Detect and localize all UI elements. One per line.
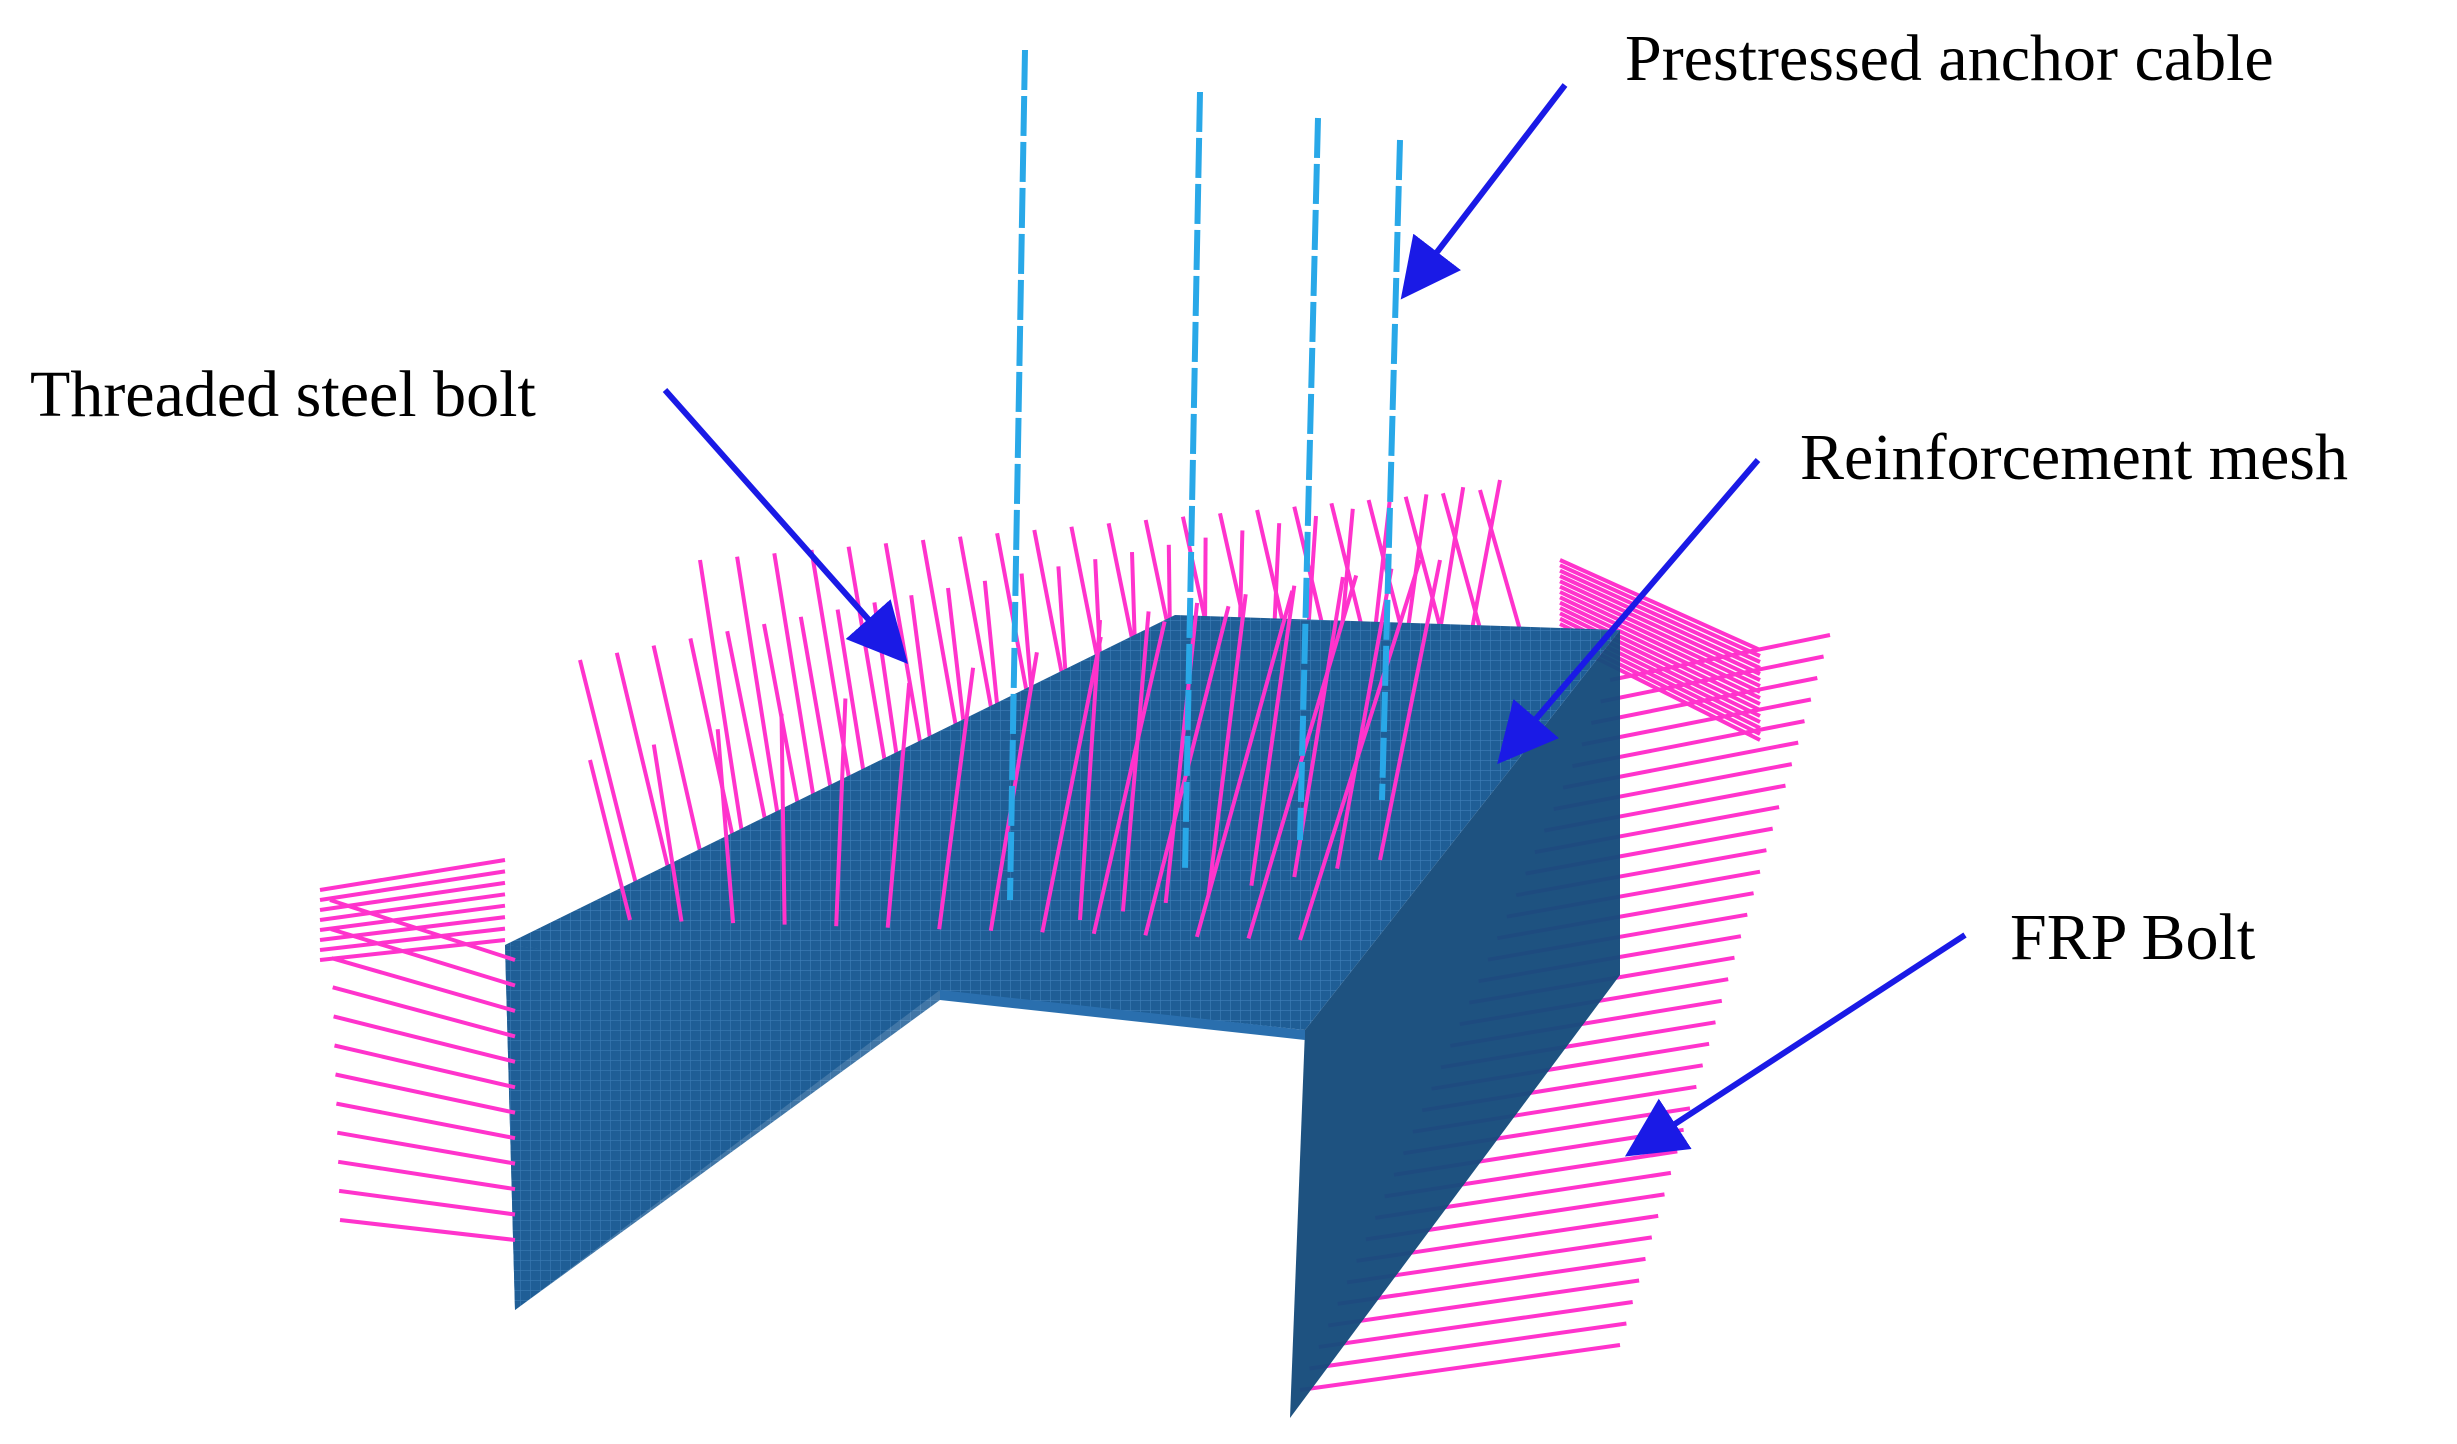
threaded-steel-bolt [1040, 636, 1103, 933]
threaded-steel-bolt [1335, 568, 1394, 869]
anchor-cable-2 [1182, 91, 1203, 871]
frp-bolt [336, 1130, 516, 1166]
threaded-steel-bolt [715, 729, 736, 924]
frp-bolt [1559, 584, 1761, 682]
threaded-steel-bolt [1434, 486, 1466, 651]
frp-bolt [1559, 574, 1761, 670]
frp-bolt [338, 1188, 516, 1217]
threaded-steel-bolt [588, 759, 632, 921]
mesh-left-wall-face [505, 945, 940, 1310]
frp-bolt [319, 915, 506, 942]
threaded-steel-bolt [1120, 611, 1151, 912]
anchor-cable-3 [1297, 117, 1321, 841]
frp-bolt [334, 1043, 516, 1090]
frp-bolt [1559, 558, 1761, 652]
frp-bolt [319, 892, 506, 922]
frp-bolt [1327, 1278, 1640, 1328]
frp-bolt [319, 869, 506, 902]
label-frp-bolt: FRP Bolt [2010, 901, 2256, 974]
mesh-right-wall [1290, 630, 1620, 1418]
threaded-steel-bolt [1246, 574, 1359, 940]
threaded-steel-bolt [834, 698, 848, 927]
frp-bolt [1337, 1256, 1646, 1306]
frp-bolt [319, 880, 506, 912]
frp-bolt [339, 1218, 516, 1242]
frp-bolt [319, 926, 506, 952]
frp-bolt [1559, 563, 1761, 658]
frp-bolt [1309, 1321, 1627, 1371]
threaded-steel-bolt [1206, 594, 1248, 895]
frp-bolt [336, 1101, 516, 1141]
frp-bolt [331, 956, 516, 1013]
threaded-steel-bolt [651, 744, 684, 922]
frp-bolt [1559, 600, 1761, 700]
label-prestressed-anchor-cable: Prestressed anchor cable [1625, 22, 2274, 95]
anchor-cable-4 [1379, 139, 1403, 801]
frp-bolt [1318, 1300, 1633, 1349]
frp-bolts-left-wall [319, 858, 516, 1242]
anchor-cable-1 [1007, 49, 1028, 901]
arrow-to-reinforcement-mesh [1497, 458, 1761, 765]
threaded-steel-bolt [1378, 559, 1442, 861]
label-reinforcement-mesh: Reinforcement mesh [1800, 421, 2348, 494]
frp-bolt [1559, 590, 1761, 688]
prestressed-anchor-cables [1007, 49, 1403, 901]
frp-bolt [319, 858, 506, 892]
frp-bolt [332, 985, 516, 1039]
threaded-steel-bolt [937, 667, 976, 930]
threaded-steel-bolt [1249, 585, 1297, 886]
threaded-steel-bolt [1194, 590, 1295, 938]
threaded-steel-bolt [614, 652, 676, 891]
arrow-to-frp-bolt [1624, 932, 1967, 1157]
frp-bolt [330, 927, 516, 988]
frp-bolt [319, 938, 506, 962]
threaded-steel-bolt [885, 682, 912, 928]
frp-bolt [1346, 1235, 1653, 1285]
threaded-steel-bolt [651, 645, 709, 880]
threaded-steel-bolt [578, 659, 642, 901]
frp-bolt [319, 903, 506, 932]
frp-bolt [335, 1072, 516, 1115]
threaded-steel-bolt [1091, 621, 1167, 935]
frp-bolt [337, 1159, 516, 1192]
frp-bolt [1559, 568, 1761, 664]
threaded-steel-bolt [1078, 619, 1102, 921]
mesh-front-edge [940, 990, 1305, 1040]
frp-bolt [333, 1014, 516, 1064]
arrow-to-threaded-steel-bolt [662, 388, 908, 664]
pointer-arrows [662, 83, 1967, 1157]
arrow-to-anchor-cable [1400, 83, 1568, 300]
threaded-steel-bolt [779, 713, 787, 925]
frp-bolt [1299, 1343, 1621, 1392]
frp-bolt [1559, 579, 1761, 676]
frp-bolt [1559, 595, 1761, 694]
frp-bolt [1559, 606, 1761, 706]
threaded-steel-bolt [688, 637, 742, 870]
label-threaded-steel-bolt: Threaded steel bolt [30, 358, 536, 431]
frp-bolt [329, 898, 516, 962]
